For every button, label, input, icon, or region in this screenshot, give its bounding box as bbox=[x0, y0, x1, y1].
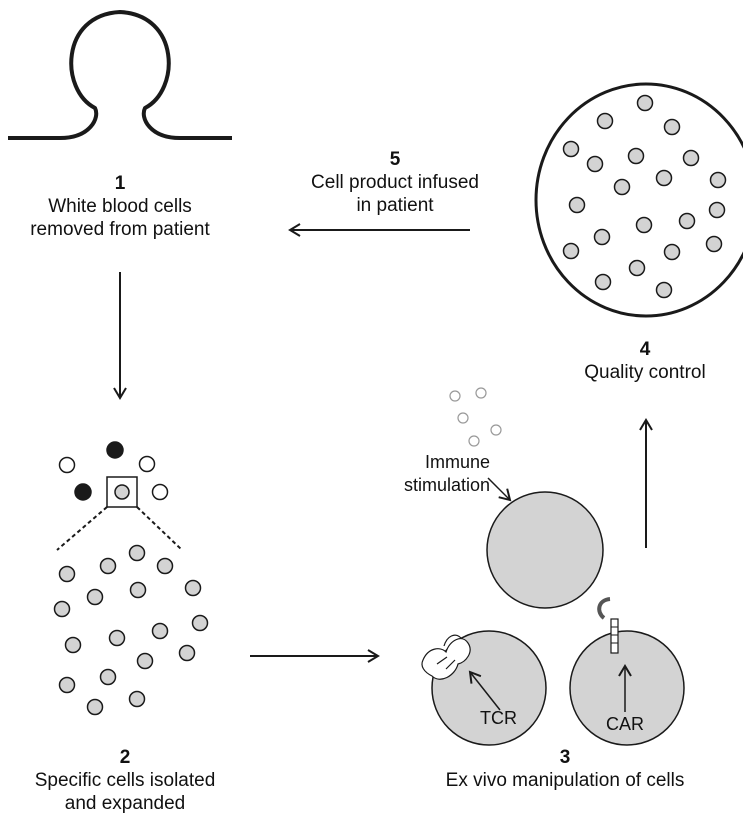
step-4-number: 4 bbox=[639, 339, 651, 360]
step-1-number: 1 bbox=[114, 173, 126, 194]
step-5-number: 5 bbox=[389, 149, 401, 170]
step-3-number: 3 bbox=[559, 747, 571, 768]
step-2-line2: and expanded bbox=[64, 793, 186, 814]
zoom-lines bbox=[56, 506, 183, 551]
patient-icon bbox=[8, 10, 232, 140]
step-5-line1: Cell product infused bbox=[311, 172, 479, 193]
step-4-line1: Quality control bbox=[584, 362, 706, 383]
mixed-cell-cluster bbox=[58, 441, 169, 508]
immune-stimulation-label: Immune stimulation bbox=[360, 451, 490, 497]
tcr-label: TCR bbox=[480, 708, 517, 728]
step-2-label: 2 Specific cells isolated and expanded bbox=[0, 746, 250, 815]
step-5-label: 5 Cell product infused in patient bbox=[270, 148, 520, 217]
immune-line2: stimulation bbox=[403, 475, 490, 495]
stimulated-cell bbox=[486, 491, 604, 609]
car-label: CAR bbox=[606, 714, 645, 734]
tcr-receptor-icon bbox=[421, 634, 471, 680]
step-4-label: 4 Quality control bbox=[530, 338, 743, 384]
step-3-label: 3 Ex vivo manipulation of cells bbox=[400, 746, 730, 792]
expanded-cells bbox=[53, 544, 209, 716]
step-1-label: 1 White blood cells removed from patient bbox=[0, 172, 240, 241]
stimulation-particles bbox=[449, 387, 502, 447]
car-receptor-icon bbox=[597, 597, 619, 654]
step-2-number: 2 bbox=[119, 747, 131, 768]
step-5-line2: in patient bbox=[356, 195, 434, 216]
quality-control-dish bbox=[534, 82, 743, 318]
step-1-line1: White blood cells bbox=[48, 196, 192, 217]
tcr-arrow bbox=[468, 670, 501, 711]
step-1-line2: removed from patient bbox=[30, 219, 210, 240]
step-3-line1: Ex vivo manipulation of cells bbox=[445, 770, 685, 791]
immune-line1: Immune bbox=[424, 452, 490, 472]
stimulation-arrow bbox=[487, 477, 512, 502]
step-2-line1: Specific cells isolated bbox=[34, 770, 216, 791]
car-cell bbox=[569, 630, 685, 746]
